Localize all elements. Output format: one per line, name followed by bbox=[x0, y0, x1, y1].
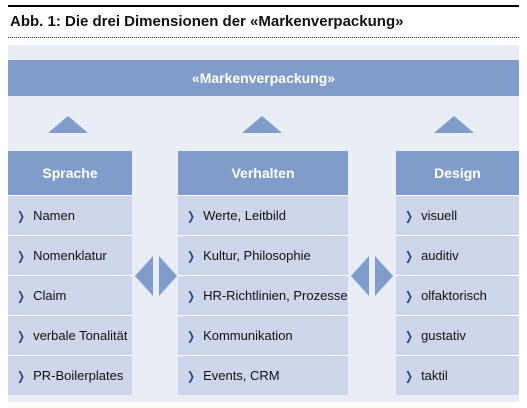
chevron-right-icon: ❯ bbox=[187, 288, 196, 303]
list-item-label: Namen bbox=[33, 208, 75, 223]
chevron-right-icon: ❯ bbox=[405, 248, 414, 263]
top-banner: «Markenverpackung» bbox=[8, 60, 519, 96]
chevron-right-icon: ❯ bbox=[17, 328, 26, 343]
list-item-label: verbale Tonalität bbox=[33, 328, 128, 343]
column-header-label: Verhalten bbox=[231, 165, 295, 181]
list-item: ❯ Claim bbox=[8, 275, 132, 315]
column-design: Design ❯ visuell ❯ auditiv ❯ olfaktorisch ❯… bbox=[396, 151, 519, 395]
list-item-label: PR-Boilerplates bbox=[33, 368, 124, 383]
triangle-up-icon bbox=[434, 116, 474, 133]
list-item: ❯ Namen bbox=[8, 195, 132, 235]
column-header: Design bbox=[396, 151, 519, 195]
list-item-label: HR-Richtlinien, Prozesse bbox=[203, 288, 348, 303]
list-item-label: visuell bbox=[421, 208, 458, 223]
list-item-label: auditiv bbox=[421, 248, 459, 263]
chevron-right-icon: ❯ bbox=[187, 208, 196, 223]
list-item: ❯ auditiv bbox=[396, 235, 519, 275]
banner-label: «Markenverpackung» bbox=[191, 70, 336, 86]
list-item: ❯ Nomenklatur bbox=[8, 235, 132, 275]
list-item-label: Claim bbox=[33, 288, 67, 303]
list-item-label: gustativ bbox=[421, 328, 466, 343]
title-top-rule bbox=[8, 5, 519, 7]
chevron-right-icon: ❯ bbox=[187, 328, 196, 343]
list-item: ❯ visuell bbox=[396, 195, 519, 235]
triangle-up-icon bbox=[242, 116, 282, 133]
chevron-right-icon: ❯ bbox=[405, 208, 414, 223]
column-header-label: Design bbox=[434, 165, 481, 181]
list-item: ❯ gustativ bbox=[396, 315, 519, 355]
chevron-right-icon: ❯ bbox=[187, 368, 196, 383]
list-item: ❯ verbale Tonalität bbox=[8, 315, 132, 355]
chevron-right-icon: ❯ bbox=[17, 208, 26, 223]
list-item: ❯ HR-Richtlinien, Prozesse bbox=[178, 275, 348, 315]
list-item: ❯ PR-Boilerplates bbox=[8, 355, 132, 395]
list-item: ❯ taktil bbox=[396, 355, 519, 395]
double-arrow-icon bbox=[351, 256, 393, 296]
chevron-right-icon: ❯ bbox=[405, 368, 414, 383]
column-header-label: Sprache bbox=[42, 165, 98, 181]
chevron-right-icon: ❯ bbox=[17, 368, 26, 383]
list-item-label: Events, CRM bbox=[203, 368, 280, 383]
column-verhalten: Verhalten ❯ Werte, Leitbild ❯ Kultur, Phil… bbox=[178, 151, 348, 395]
column-sprache: Sprache ❯ Namen ❯ Nomenklatur ❯ Claim ❯ verb… bbox=[8, 151, 132, 395]
list-item: ❯ Events, CRM bbox=[178, 355, 348, 395]
list-item: ❯ Werte, Leitbild bbox=[178, 195, 348, 235]
column-header: Sprache bbox=[8, 151, 132, 195]
chevron-right-icon: ❯ bbox=[405, 288, 414, 303]
chevron-right-icon: ❯ bbox=[17, 248, 26, 263]
list-item: ❯ Kommunikation bbox=[178, 315, 348, 355]
double-arrow-icon bbox=[135, 256, 177, 296]
list-item-label: Kommunikation bbox=[203, 328, 293, 343]
chevron-right-icon: ❯ bbox=[17, 288, 26, 303]
chevron-right-icon: ❯ bbox=[405, 328, 414, 343]
title-dotted-rule bbox=[8, 37, 519, 38]
list-item-label: olfaktorisch bbox=[421, 288, 487, 303]
triangle-up-icon bbox=[48, 116, 88, 133]
list-item: ❯ olfaktorisch bbox=[396, 275, 519, 315]
list-item-label: Kultur, Philosophie bbox=[203, 248, 311, 263]
list-item-label: Nomenklatur bbox=[33, 248, 107, 263]
list-item-label: taktil bbox=[421, 368, 448, 383]
list-item: ❯ Kultur, Philosophie bbox=[178, 235, 348, 275]
list-item-label: Werte, Leitbild bbox=[203, 208, 286, 223]
column-header: Verhalten bbox=[178, 151, 348, 195]
chevron-right-icon: ❯ bbox=[187, 248, 196, 263]
figure-title: Abb. 1: Die drei Dimensionen der «Marken… bbox=[10, 13, 404, 30]
